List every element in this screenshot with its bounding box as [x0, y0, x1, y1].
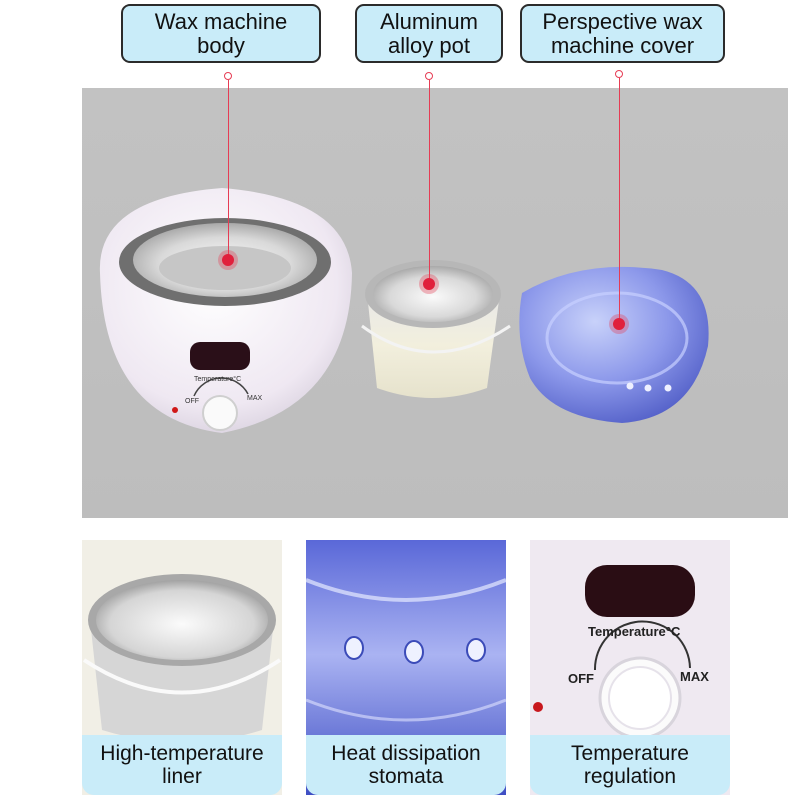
marker-ring-body — [224, 72, 232, 80]
wax-machine-body — [99, 188, 352, 433]
detail-liner: High-temperature liner — [82, 540, 282, 795]
marker-dot-cover — [613, 318, 625, 330]
marker-ring-pot — [425, 72, 433, 80]
temperature-max-label: MAX — [680, 669, 709, 684]
temperature-panel-label: Temperature°C — [588, 624, 681, 639]
hero-illustration: Temperature°C OFF MAX — [99, 188, 709, 433]
leader-line-body — [227, 80, 229, 255]
hero-product-photo: Temperature°C OFF MAX — [82, 88, 788, 518]
marker-dot-pot — [423, 278, 435, 290]
label-wax-cover: Perspective wax machine cover — [520, 4, 725, 63]
caption-temperature: Temperature regulation — [530, 735, 730, 795]
wax-machine-cover — [519, 266, 709, 423]
label-aluminum-pot: Aluminum alloy pot — [355, 4, 503, 63]
leader-line-cover — [618, 78, 620, 320]
leader-line-pot — [428, 80, 430, 279]
detail-stomata: Heat dissipation stomata — [306, 540, 506, 795]
caption-stomata: Heat dissipation stomata — [306, 735, 506, 795]
hero-max-label: MAX — [247, 395, 263, 402]
marker-dot-body — [222, 254, 234, 266]
hero-panel-label: Temperature°C — [194, 375, 241, 383]
marker-ring-cover — [615, 70, 623, 78]
liner-illustration — [82, 540, 282, 795]
temperature-off-label: OFF — [568, 671, 594, 686]
detail-temperature: Temperature°C OFF MAX Temperature regula… — [530, 540, 730, 795]
hero-off-label: OFF — [185, 398, 199, 405]
label-wax-machine-body: Wax machine body — [121, 4, 321, 63]
aluminum-pot — [361, 260, 511, 398]
caption-liner: High-temperature liner — [82, 735, 282, 795]
